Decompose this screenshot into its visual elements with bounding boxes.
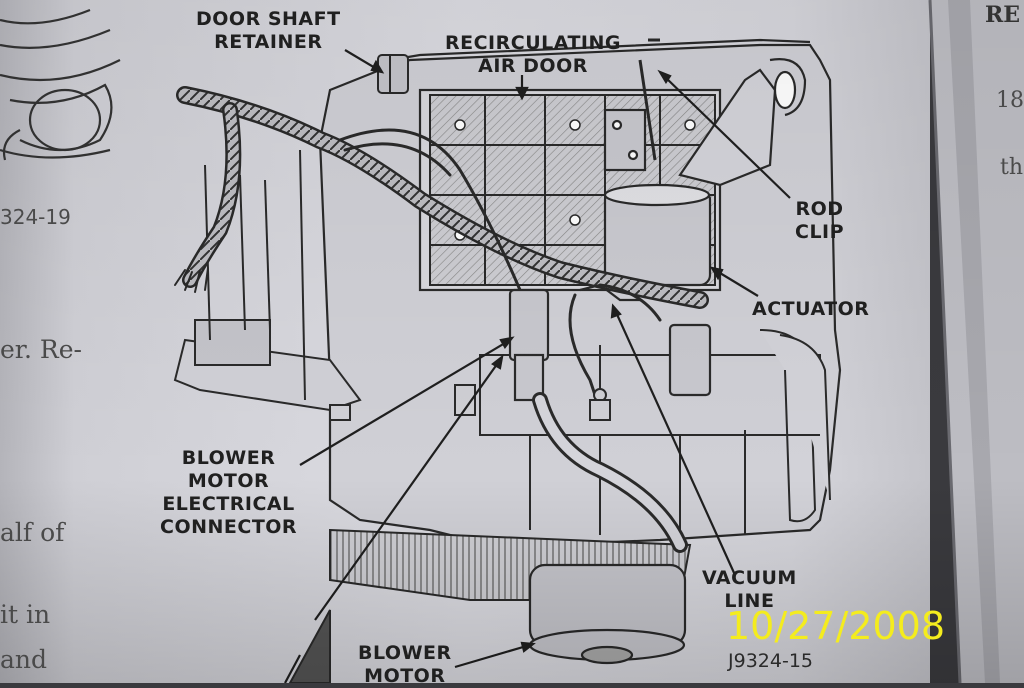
label-line: MOTOR [364,665,446,687]
label-line: RECIRCULATING [445,32,621,54]
label-line: CLIP [795,221,845,243]
label-door-shaft-retainer: DOOR SHAFT RETAINER [196,8,341,54]
label-recirculating-air-door: RECIRCULATING AIR DOOR [445,32,621,78]
label-line: VACUUM [702,567,797,589]
left-page-word: and [0,645,48,674]
label-line: RETAINER [214,31,323,53]
label-line: LINE [724,590,775,612]
label-line: MOTOR [187,470,270,492]
left-page-word: alf of [0,518,65,547]
right-page-fragment: 18 [996,88,1024,113]
label-line: BLOWER [181,447,276,469]
label-line: ROD [795,198,844,220]
camera-date-stamp: 10/27/2008 [726,604,946,648]
label-line: CONNECTOR [160,516,298,538]
label-blower-motor-connector: BLOWER MOTOR ELECTRICAL CONNECTOR [160,447,297,539]
label-vacuum-line: VACUUM LINE [702,567,797,613]
label-actuator: ACTUATOR [752,298,869,321]
label-line: BLOWER [358,642,452,664]
right-page-fragment: th [1000,155,1024,180]
label-line: ELECTRICAL [162,493,295,515]
left-page-word: er. Re- [0,335,82,364]
label-line: DOOR SHAFT [196,8,341,30]
label-line: ACTUATOR [752,298,870,320]
left-fig-ref: 324-19 [0,205,71,229]
label-line: AIR DOOR [478,55,588,77]
label-blower-motor: BLOWER MOTOR [358,642,452,688]
figure-id: J9324-15 [728,650,813,672]
right-page-fragment: RE [985,2,1021,28]
left-page-word: it in [0,600,51,629]
label-rod-clip: ROD CLIP [795,198,844,244]
